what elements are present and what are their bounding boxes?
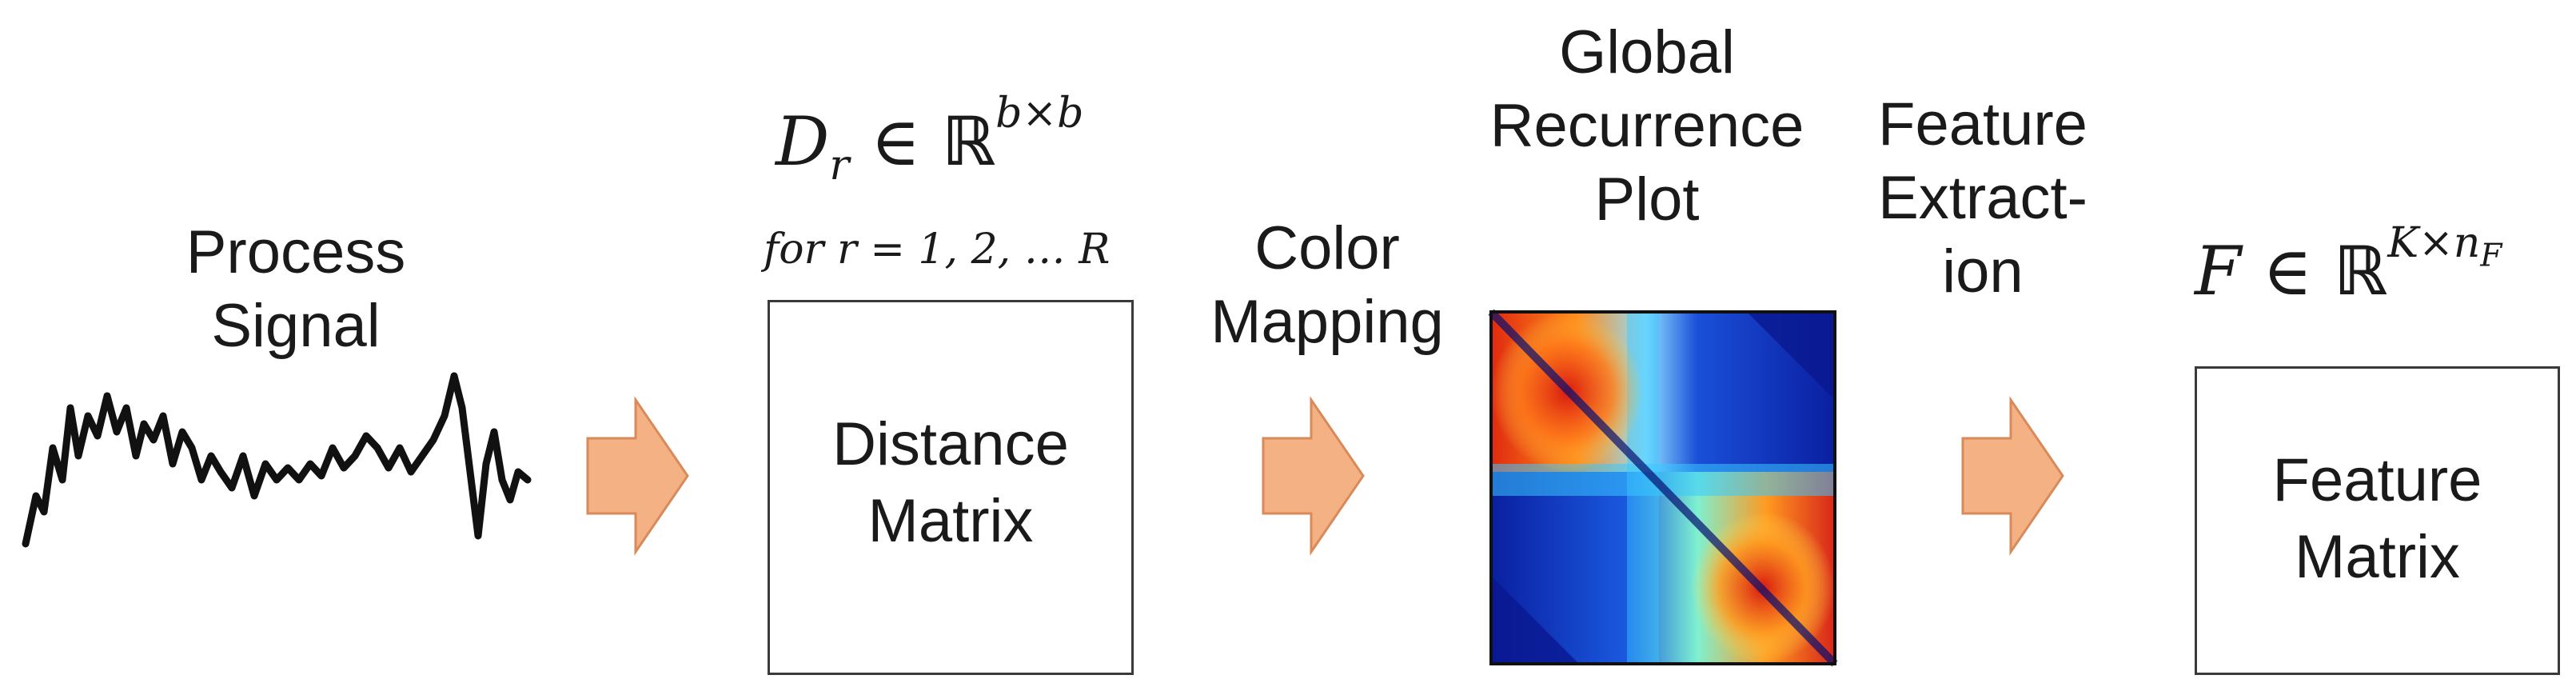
feature-extraction-label: Feature Extract- ion xyxy=(1878,90,2088,306)
arrow-shape xyxy=(1961,396,2064,556)
recurrence-plot-heatmap xyxy=(1488,309,1838,667)
feature-matrix-box: Feature Matrix xyxy=(2195,366,2560,675)
color-mapping-label: Color Mapping xyxy=(1210,214,1444,356)
waveform-icon xyxy=(22,372,532,548)
arrow-shape xyxy=(1262,396,1365,556)
recurrence-plot-label: Global Recurrence Plot xyxy=(1489,18,1804,234)
process-signal-label: Process Signal xyxy=(185,218,406,360)
feature-matrix-formula: F ∈ ℝK×nF xyxy=(2195,219,2502,310)
block-arrow-right-icon xyxy=(1262,396,1365,556)
distance-range-text: for r = 1, 2, … R xyxy=(764,226,1111,274)
distance-matrix-formula: Dr ∈ ℝb×b xyxy=(776,90,1084,190)
block-arrow-right-icon xyxy=(586,396,689,556)
block-arrow-right-icon xyxy=(1961,396,2064,556)
arrow-shape xyxy=(586,396,689,556)
distance-matrix-box: Distance Matrix xyxy=(768,300,1134,675)
